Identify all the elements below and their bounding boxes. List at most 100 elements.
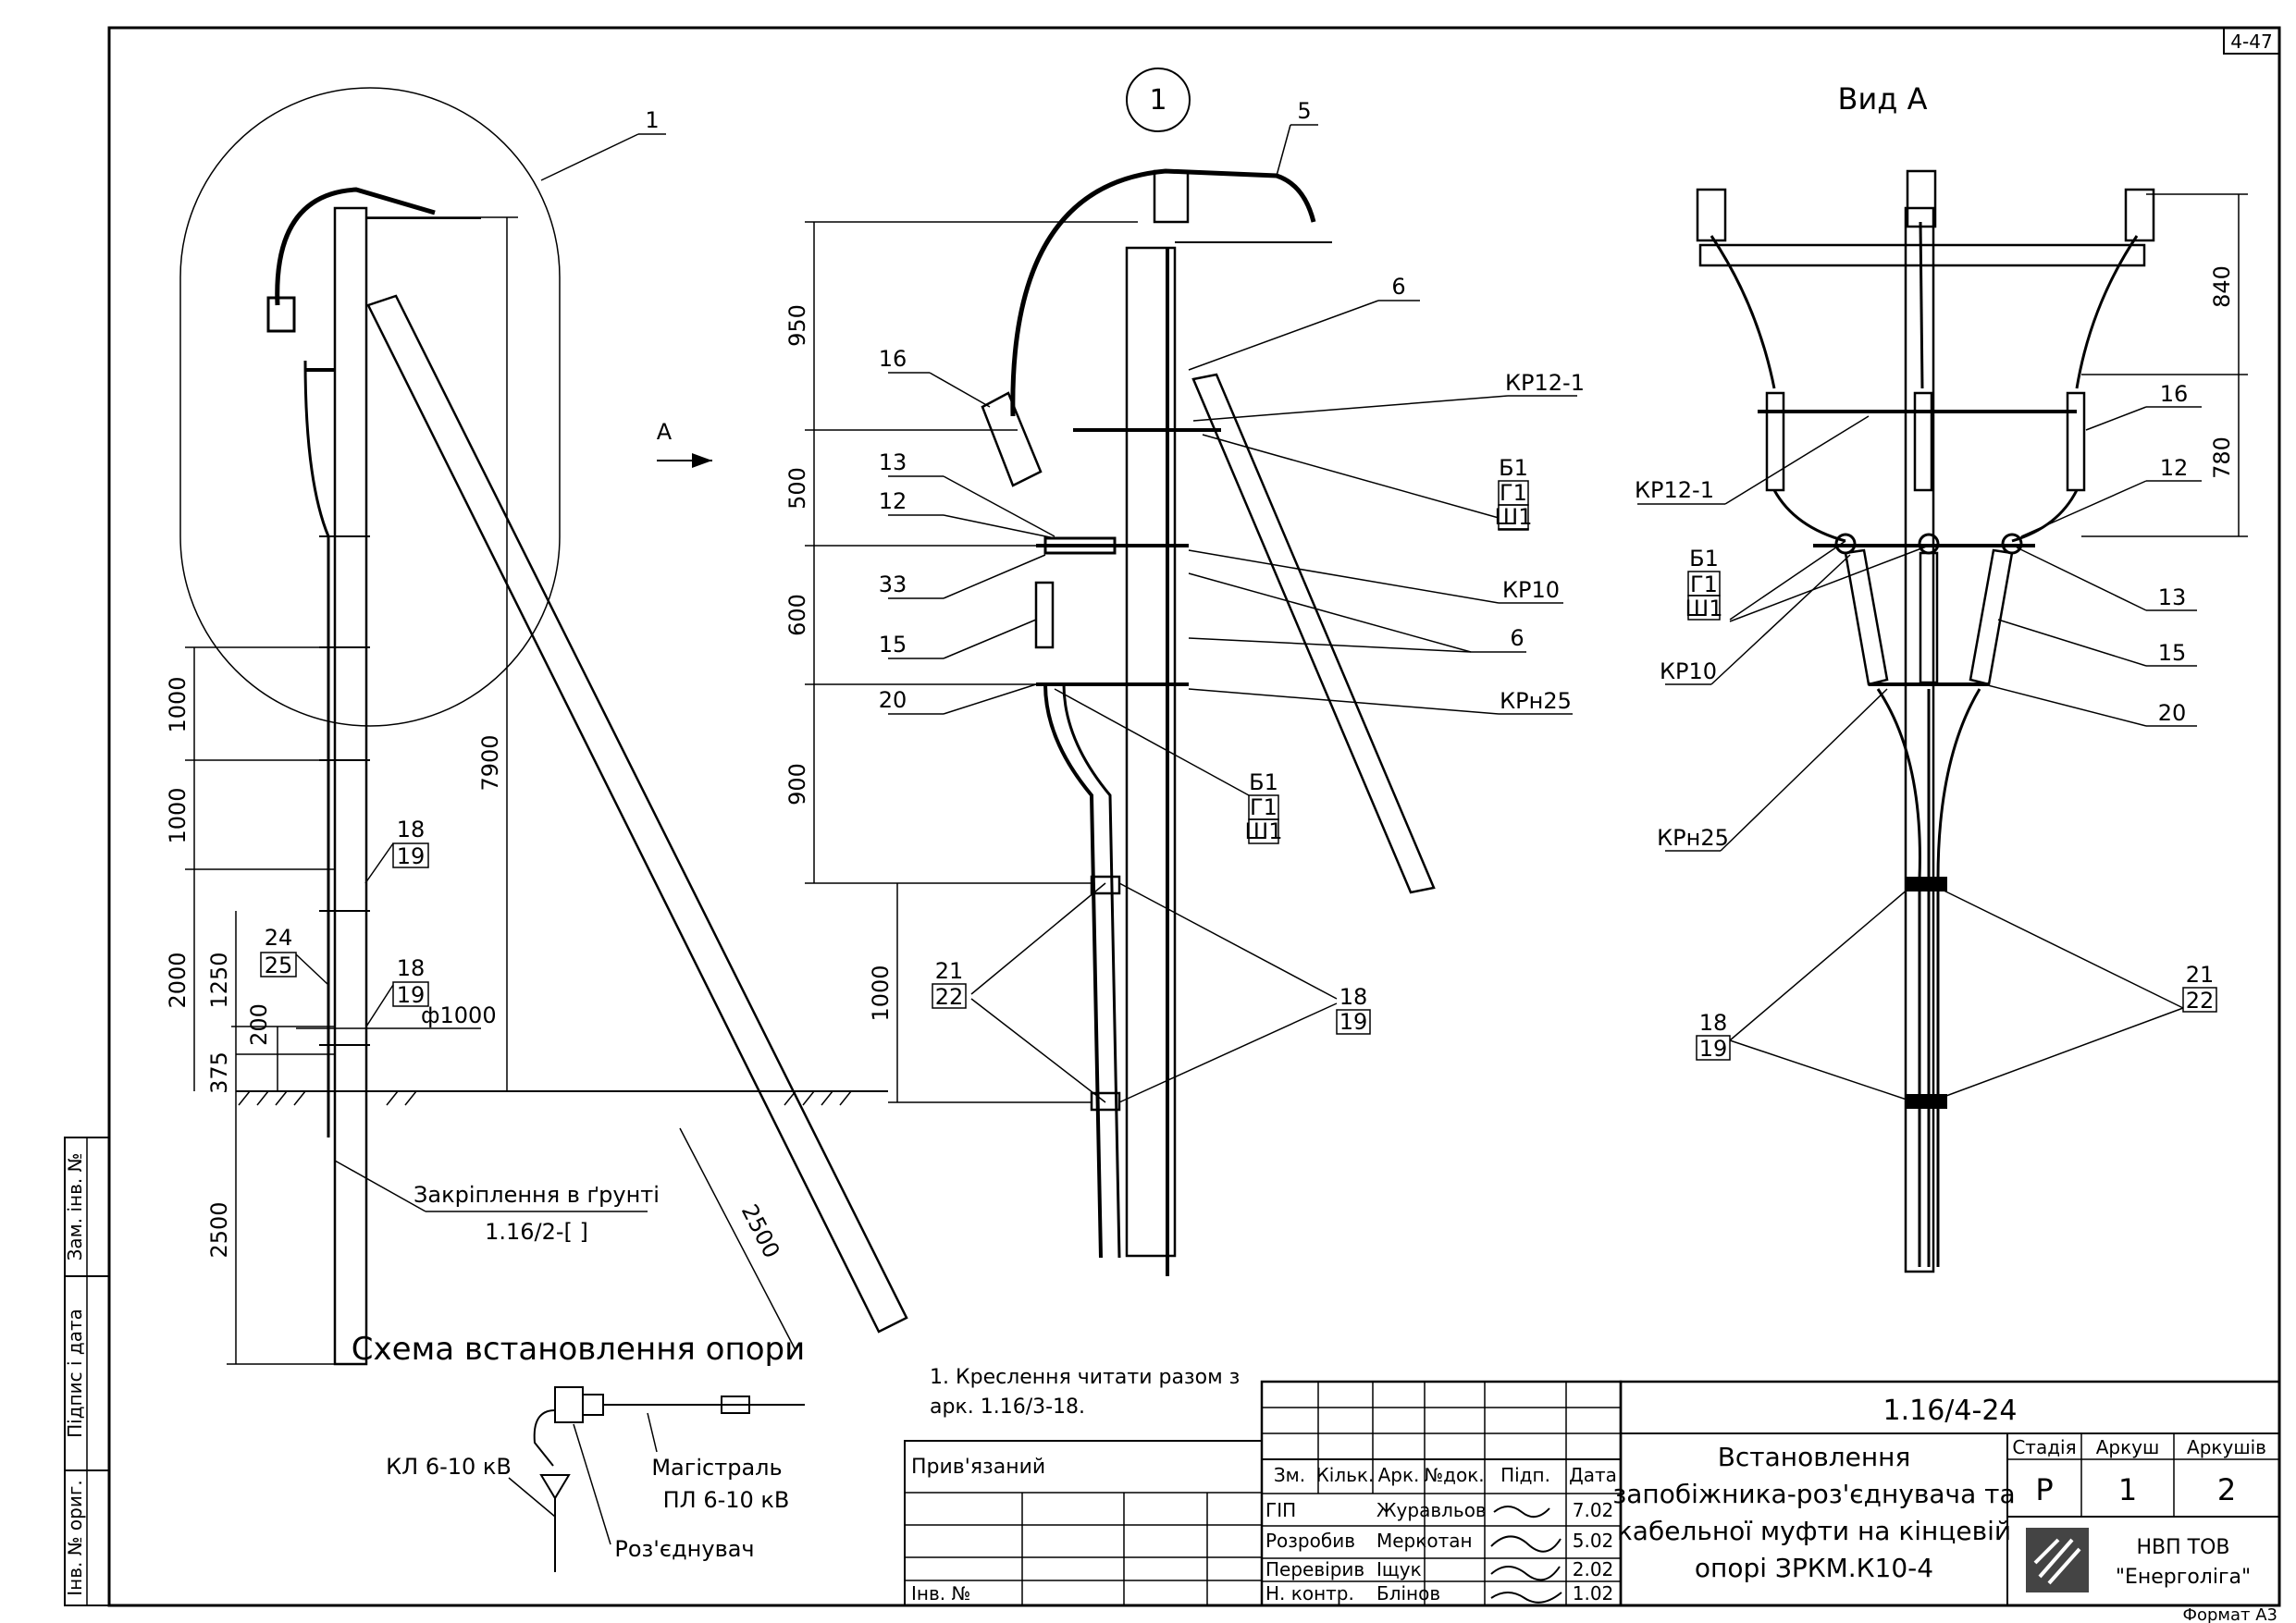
label-mid-b1b: Б1 (1249, 769, 1278, 795)
dim-left-375: 375 (206, 1051, 232, 1094)
callout-1: 1 (645, 107, 659, 133)
label-mid-6b: 6 (1510, 625, 1524, 651)
dim-left-2000: 2000 (165, 952, 191, 1008)
row-0-role: ГІП (1265, 1499, 1296, 1521)
label-right-16: 16 (2160, 381, 2189, 407)
view-a-arrow-label: А (657, 419, 673, 445)
hdr-zm: Зм. (1274, 1464, 1305, 1486)
dim-mid-1000: 1000 (868, 965, 894, 1021)
company-line-1: НВП ТОВ (2136, 1536, 2229, 1559)
row-1-date: 5.02 (1573, 1530, 1614, 1552)
label-right-kr10: КР10 (1660, 658, 1717, 684)
label-right-g1: Г1 (1690, 572, 1718, 597)
row-3-date: 1.02 (1573, 1582, 1614, 1605)
hdr-pidp: Підп. (1500, 1464, 1550, 1486)
top-crossarm (1698, 243, 2146, 267)
stage-value: Р (2035, 1472, 2053, 1507)
note-line-2: арк. 1.16/3-18. (930, 1396, 1085, 1419)
label-mid-6a: 6 (1391, 274, 1405, 300)
view-arrow-a: А (657, 419, 712, 468)
signature-3 (1490, 1566, 1561, 1581)
view-a-title: Вид А (1838, 81, 1928, 117)
row-2-name: Іщук (1376, 1558, 1422, 1580)
company-line-2: "Енерголіга" (2116, 1566, 2251, 1589)
dim-mid-950: 950 (784, 304, 810, 347)
label-mid-kr10: КР10 (1502, 577, 1560, 603)
label-right-18: 18 (1699, 1010, 1728, 1036)
hdr-data: Дата (1569, 1464, 1617, 1486)
inv-no-label: Інв. № (911, 1582, 970, 1605)
label-mid-20: 20 (879, 687, 907, 713)
side-strip: Зам. інв. № Підпис і дата Інв. № ориг. (64, 1137, 110, 1606)
row-0-name: Журавльов (1376, 1499, 1487, 1521)
scheme-kl: КЛ 6-10 кВ (386, 1454, 512, 1480)
label-right-19: 19 (1699, 1036, 1728, 1062)
label-right-krn25: КРн25 (1657, 825, 1729, 851)
row-1-name: Меркотан (1376, 1530, 1473, 1552)
note-line-1: 1. Креслення читати разом з (930, 1366, 1240, 1389)
dim-left-200: 200 (246, 1003, 272, 1046)
left-view: 1000 1000 2000 1250 200 375 2500 7900 25… (165, 87, 908, 1366)
scheme-main-2: ПЛ 6-10 кВ (663, 1487, 790, 1513)
fuse-disconnector (981, 391, 1043, 487)
dim-mid-600: 600 (784, 594, 810, 636)
doc-code: 1.16/4-24 (1883, 1395, 2018, 1427)
signature-1 (1493, 1506, 1550, 1518)
middle-view: 1 (784, 68, 1585, 1276)
label-left-19a: 19 (397, 843, 426, 869)
format-label: Формат А3 (2182, 1605, 2277, 1623)
row-0-date: 7.02 (1573, 1499, 1614, 1521)
hdr-ark: Арк. (1378, 1464, 1420, 1486)
label-right-12: 12 (2160, 455, 2189, 481)
label-mid-kr12: КР12-1 (1505, 370, 1585, 396)
label-mid-33: 33 (879, 572, 907, 597)
title-line-4: опорі ЗРКМ.К10-4 (1695, 1553, 1933, 1583)
sheets-value: 2 (2217, 1472, 2236, 1507)
label-mid-12: 12 (879, 488, 907, 514)
label-right-22: 22 (2186, 988, 2215, 1014)
label-phi1000: ф1000 (421, 1002, 497, 1028)
view-1-marker-circle (1126, 68, 1191, 132)
inv-orig-label: Інв. № ориг. (64, 1480, 86, 1595)
title-line-3: кабельної муфти на кінцевій (1617, 1516, 2011, 1546)
label-left-24: 24 (265, 925, 293, 951)
label-mid-sh1a: Ш1 (1495, 504, 1533, 530)
right-view: Вид А (1635, 81, 2248, 1273)
hdr-dok: №док. (1424, 1464, 1484, 1486)
sheet-hdr: Аркуш (2096, 1436, 2160, 1458)
ground-fix-label: Закріплення в ґрунті (414, 1182, 660, 1208)
dim-left-2500: 2500 (206, 1201, 232, 1258)
title-line-1: Встановлення (1718, 1442, 1911, 1472)
row-2-role: Перевірив (1265, 1558, 1364, 1580)
label-mid-g1b: Г1 (1250, 794, 1278, 820)
label-mid-krn25: КРн25 (1500, 688, 1572, 714)
sheet-code-box (2223, 27, 2280, 55)
label-left-18a: 18 (397, 817, 426, 842)
pole-right (1904, 206, 1935, 1273)
pole-mid (1125, 246, 1177, 1258)
label-right-15: 15 (2158, 640, 2187, 666)
zam-inv-label: Зам. інв. № (64, 1153, 86, 1261)
scheme-title: Схема встановлення опори (352, 1331, 805, 1368)
pryviazanyi-label: Прив'язаний (911, 1456, 1045, 1479)
title-line-2: запобіжника-роз'єднувача та (1612, 1479, 2015, 1509)
title-block: Прив'язаний Інв. № Зм. Кільк. Арк. №док.… (904, 1380, 2281, 1623)
signature-2 (1490, 1535, 1562, 1553)
label-left-19b: 19 (397, 982, 426, 1008)
signature-4 (1490, 1592, 1562, 1604)
dim-left-strut-2500: 2500 (736, 1200, 785, 1262)
label-mid-5: 5 (1297, 98, 1311, 124)
dim-left-1000b: 1000 (165, 787, 191, 843)
strut (366, 294, 908, 1334)
surge-arrester (1043, 536, 1117, 555)
label-left-18b: 18 (397, 955, 426, 981)
dim-mid-900: 900 (784, 763, 810, 805)
row-2-date: 2.02 (1573, 1558, 1614, 1580)
installation-scheme: Схема встановлення опори КЛ 6-10 кВ Магі… (352, 1331, 805, 1572)
mid-overhead-cable (1010, 168, 1316, 417)
dim-left-1250: 1250 (206, 952, 232, 1008)
label-right-sh1: Ш1 (1685, 596, 1723, 621)
hdr-kilk: Кільк. (1316, 1464, 1375, 1486)
label-left-25: 25 (265, 953, 293, 978)
